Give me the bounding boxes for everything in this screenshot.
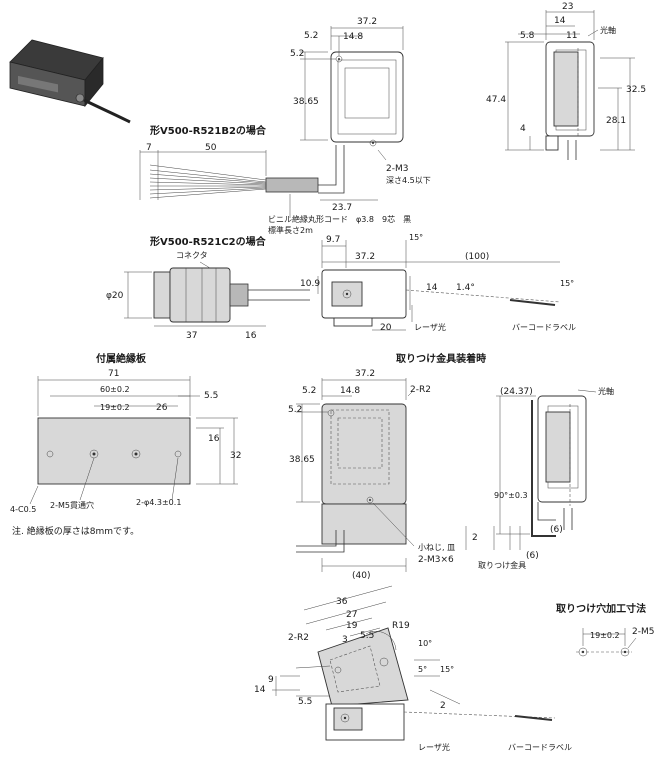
angle-15-top: 15° xyxy=(409,233,423,242)
label-2-r2-tilted: 2-R2 xyxy=(288,633,309,643)
label-barcode-tilted: バーコードラベル xyxy=(508,743,572,752)
label-laser-tilted: レーザ光 xyxy=(418,742,450,752)
dim-14-8-bracket: 14.8 xyxy=(340,386,360,396)
angle-1-4: 1.4° xyxy=(456,283,475,293)
dim-50: 50 xyxy=(205,143,217,153)
dim-23: 23 xyxy=(562,2,573,12)
label-connector: コネクタ xyxy=(176,251,208,260)
label-2-m3: 2-M3 xyxy=(386,164,408,174)
dim-38-65-bracket: 38.65 xyxy=(289,455,315,465)
heading-insulation-plate: 付属絶縁板 xyxy=(96,352,147,365)
dim-37: 37 xyxy=(186,331,197,341)
dim-9-7: 9.7 xyxy=(326,235,340,245)
label-screw-m3x6: 2-M3×6 xyxy=(418,555,454,565)
label-optical-axis-bracket: 光軸 xyxy=(598,386,614,396)
dim-40: (40) xyxy=(352,571,370,581)
label-2-r2-bracket: 2-R2 xyxy=(410,385,431,395)
insulation-plate-drawing xyxy=(29,376,238,505)
bracket-side-view xyxy=(465,389,597,550)
front-view-top xyxy=(300,26,404,201)
dim-6-a: (6) xyxy=(550,525,563,535)
dim-24-37: (24.37) xyxy=(500,387,533,397)
dim-7: 7 xyxy=(146,143,152,153)
dim-28-1: 28.1 xyxy=(606,116,626,126)
dim-4: 4 xyxy=(520,124,526,134)
dim-38-65: 38.65 xyxy=(293,97,319,107)
dim-5-8: 5.8 xyxy=(520,31,535,41)
dim-5-2-bracket-top: 5.2 xyxy=(302,386,316,396)
dim-5-2-bracket-left: 5.2 xyxy=(288,405,302,415)
side-view-c2 xyxy=(317,240,561,331)
dim-32-5: 32.5 xyxy=(626,85,646,95)
heading-mount-holes: 取りつけ穴加工寸法 xyxy=(556,602,646,615)
label-optical-axis-top: 光軸 xyxy=(600,25,616,35)
dim-71: 71 xyxy=(108,369,119,379)
label-barcode-c2: バーコードラベル xyxy=(512,323,576,332)
label-laser-c2: レーザ光 xyxy=(414,322,446,332)
dim-14-tilted: 14 xyxy=(254,685,266,695)
dim-5-5-plate: 5.5 xyxy=(204,391,218,401)
dim-5-5-tilted-top: 5.5 xyxy=(360,631,374,641)
dim-2-tilted: 2 xyxy=(440,701,446,711)
dim-9: 9 xyxy=(268,675,274,685)
heading-bracket-mounted: 取りつけ金具装着時 xyxy=(396,352,486,365)
label-r19: R19 xyxy=(392,621,410,631)
cable-b2-wires xyxy=(139,150,319,218)
dim-14-8: 14.8 xyxy=(343,32,363,42)
dim-37-2-bracket: 37.2 xyxy=(355,369,375,379)
dim-16: 16 xyxy=(245,331,257,341)
angle-15-right: 15° xyxy=(560,279,574,288)
bracket-front-view xyxy=(296,378,415,572)
product-photo xyxy=(9,39,131,124)
dim-27: 27 xyxy=(346,610,357,620)
dim-100: (100) xyxy=(465,252,489,262)
cable-note: ビニル絶縁丸形コード φ3.8 9芯 黒 xyxy=(268,214,411,224)
dim-6-b: (6) xyxy=(526,551,539,561)
dim-5-2-top: 5.2 xyxy=(304,31,318,41)
dim-11: 11 xyxy=(566,31,577,41)
label-bracket: 取りつけ金具 xyxy=(478,560,526,570)
heading-model-c2: 形V500-R521C2の場合 xyxy=(150,235,267,248)
angle-15-tilted: 15° xyxy=(440,665,454,674)
dim-19-tilted: 19 xyxy=(346,621,358,631)
angle-5: 5° xyxy=(418,665,427,674)
dim-36: 36 xyxy=(336,597,348,607)
label-2-m5: 2-M5 xyxy=(632,627,654,637)
mount-holes-drawing xyxy=(576,628,637,657)
dim-37-2-c2: 37.2 xyxy=(355,252,375,262)
dim-10-9: 10.9 xyxy=(300,279,320,289)
dim-3: 3 xyxy=(342,635,348,645)
dim-37-2: 37.2 xyxy=(357,17,377,27)
side-view-top xyxy=(505,10,635,160)
note-thickness: 注. 絶縁板の厚さは8mmです。 xyxy=(12,525,139,537)
dim-26: 26 xyxy=(156,403,168,413)
heading-model-b2: 形V500-R521B2の場合 xyxy=(150,124,267,137)
dim-16-plate: 16 xyxy=(208,434,220,444)
dim-2-bracket: 2 xyxy=(472,533,478,543)
dim-32-plate: 32 xyxy=(230,451,241,461)
angle-90: 90°±0.3 xyxy=(494,491,528,500)
dim-pitch: 19±0.2 xyxy=(590,631,620,640)
tilted-mount-view xyxy=(272,585,556,741)
dim-14-c2: 14 xyxy=(426,283,438,293)
cable-length-note: 標準長さ2m xyxy=(268,225,313,235)
label-hole-dia: 2-φ4.3±0.1 xyxy=(136,498,181,507)
dim-14: 14 xyxy=(554,16,566,26)
dim-20: 20 xyxy=(380,323,392,333)
dim-47-4: 47.4 xyxy=(486,95,506,105)
label-chamfer: 4-C0.5 xyxy=(10,505,36,514)
angle-10: 10° xyxy=(418,639,432,648)
label-screw-depth: 深さ4.5以下 xyxy=(386,176,431,185)
dim-60: 60±0.2 xyxy=(100,385,130,394)
dim-23-7: 23.7 xyxy=(332,203,352,213)
connector-drawing xyxy=(124,261,310,327)
dim-5-2-left: 5.2 xyxy=(290,49,304,59)
label-screw-flat: 小ねじ, 皿 xyxy=(418,543,455,552)
dim-19-plate: 19±0.2 xyxy=(100,403,130,412)
dim-5-5-tilted-bottom: 5.5 xyxy=(298,697,312,707)
label-m5-through: 2-M5貫通穴 xyxy=(50,500,94,510)
dim-phi20: φ20 xyxy=(106,291,124,301)
